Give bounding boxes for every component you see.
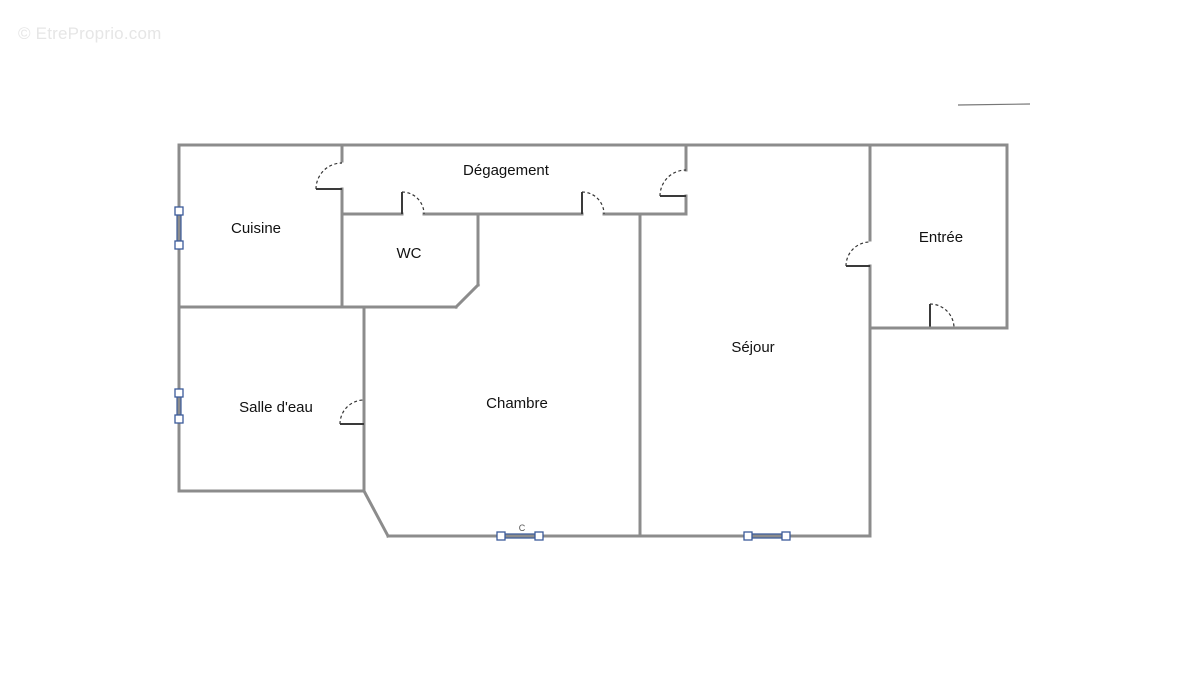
room-label-chambre: Chambre: [486, 395, 548, 412]
door-cuisine: [315, 162, 343, 190]
door-wc: [401, 191, 425, 215]
wc-chamfer-wall: [453, 282, 481, 310]
window-chambre: C: [496, 523, 544, 541]
window-sejour: [743, 531, 791, 541]
scan-artifact-line: [957, 103, 1031, 106]
room-label-sejour: Séjour: [731, 339, 774, 356]
door-salle-deau: [339, 399, 365, 425]
room-label-wc: WC: [397, 245, 422, 262]
room-label-degagement: Dégagement: [463, 162, 550, 179]
walls: [177, 143, 1009, 539]
door-entree-sejour: [845, 241, 871, 267]
window-cuisine: [174, 206, 184, 250]
window-salle-deau: [174, 388, 184, 424]
room-labels: Dégagement Cuisine WC Entrée Séjour Sall…: [231, 162, 963, 416]
room-label-salle-deau: Salle d'eau: [239, 399, 313, 416]
windows: C: [174, 206, 791, 541]
door-chambre: [581, 191, 605, 215]
chambre-chamfer-wall: [361, 488, 391, 539]
door-main-entrance: [928, 303, 956, 330]
room-label-entree: Entrée: [919, 229, 963, 246]
doors: [315, 162, 956, 425]
window-mark-label: C: [519, 523, 526, 533]
watermark: © EtreProprio.com: [18, 24, 162, 43]
room-label-cuisine: Cuisine: [231, 220, 281, 237]
door-sejour: [659, 169, 687, 197]
